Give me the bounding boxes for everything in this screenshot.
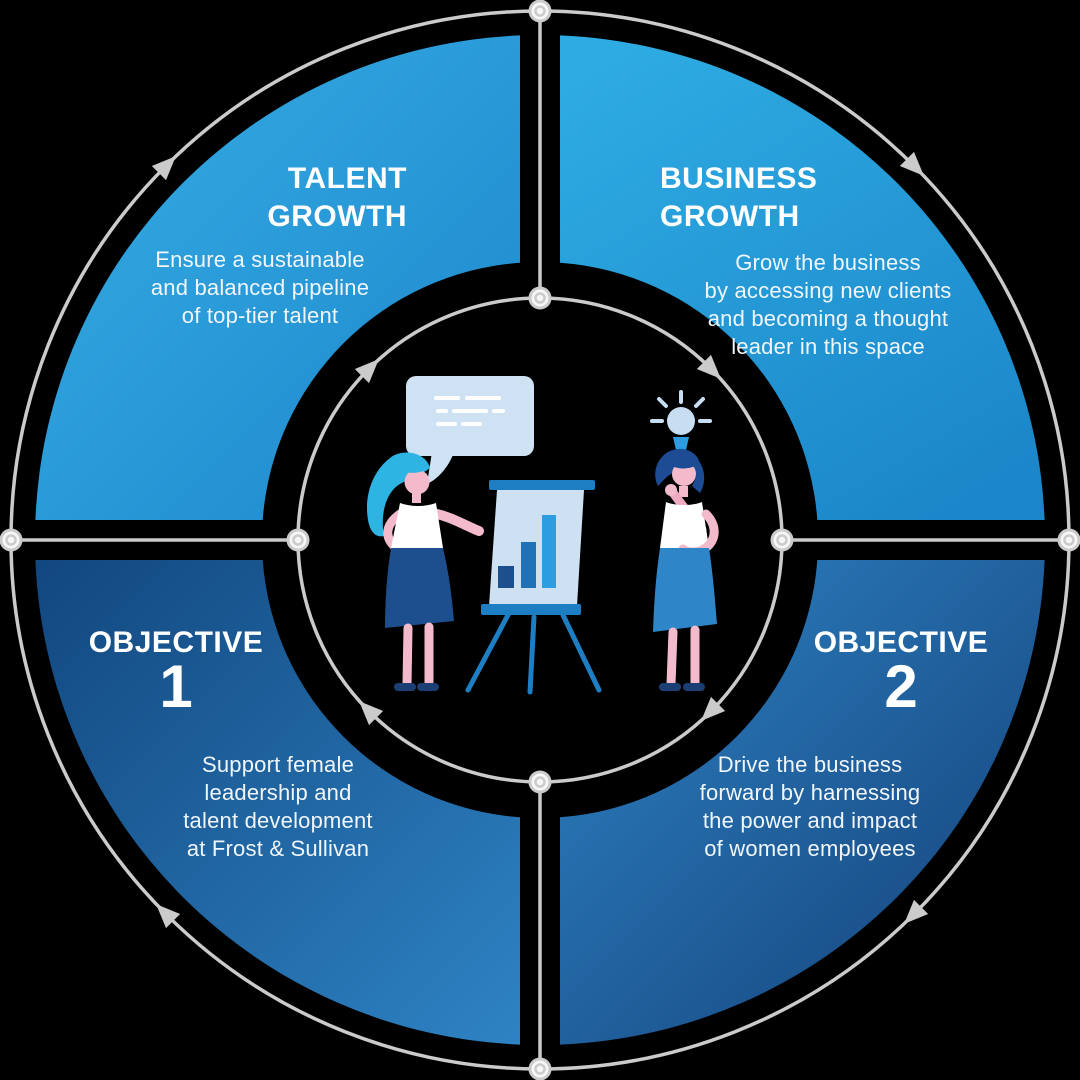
flipchart-bar-chart-icon: [465, 480, 602, 695]
cycle-node-icon: [528, 286, 552, 310]
cycle-node-icon: [528, 0, 552, 23]
cycle-node-icon: [1057, 528, 1080, 552]
cycle-arrow-icon: [354, 359, 379, 384]
body-line: leader in this space: [731, 334, 925, 359]
cycle-arrow-icon: [899, 151, 924, 176]
title-line: TALENT: [287, 162, 407, 195]
cycle-arrows: [151, 151, 929, 929]
cycle-node-icon: [528, 1057, 552, 1080]
cycle-node-icon: [770, 528, 794, 552]
body-line: forward by harnessing: [699, 780, 921, 805]
title-line: BUSINESS: [660, 162, 818, 195]
title-line: GROWTH: [267, 200, 407, 233]
body-line: leadership and: [204, 780, 352, 805]
quadrant-ring: [35, 35, 1045, 1045]
objective-1-number: 1: [159, 653, 193, 720]
body-line: and becoming a thought: [707, 306, 949, 331]
body-line: talent development: [183, 808, 373, 833]
cycle-arrow-icon: [359, 701, 384, 726]
objective-1-title: OBJECTIVE: [88, 626, 264, 659]
body-line: of women employees: [704, 836, 916, 861]
quadrant-talent-growth-shape: [35, 35, 521, 521]
objective-1-description: Support female leadership and talent dev…: [118, 751, 438, 863]
body-line: by accessing new clients: [704, 278, 952, 303]
cycle-arrow-icon: [696, 354, 721, 379]
cycle-arrow-icon: [701, 696, 726, 721]
center-illustration: [366, 376, 719, 695]
quadrant-objective-1-shape: [35, 560, 521, 1045]
body-line: and balanced pipeline: [150, 275, 370, 300]
lightbulb-icon: [650, 390, 712, 450]
cycle-arrow-icon: [151, 156, 176, 181]
body-line: Ensure a sustainable: [155, 247, 365, 272]
talent-growth-description: Ensure a sustainable and balanced pipeli…: [100, 246, 420, 330]
talent-growth-title: TALENT GROWTH: [147, 160, 407, 236]
quadrant-business-growth-shape: [560, 35, 1045, 521]
thinking-woman-illustration: [653, 448, 719, 691]
objective-2-description: Drive the business forward by harnessing…: [645, 751, 975, 863]
body-line: Drive the business: [717, 752, 903, 777]
business-growth-description: Grow the business by accessing new clien…: [663, 249, 993, 361]
objective-2-number: 2: [884, 653, 918, 720]
presenter-woman-illustration: [366, 452, 484, 691]
body-line: of top-tier talent: [181, 303, 339, 328]
body-line: the power and impact: [702, 808, 918, 833]
cycle-arrow-icon: [904, 899, 929, 924]
cycle-node-icon: [286, 528, 310, 552]
body-line: Grow the business: [735, 250, 921, 275]
title-line: GROWTH: [660, 200, 800, 233]
body-line: at Frost & Sullivan: [186, 836, 370, 861]
speech-bubble-icon: [406, 376, 534, 484]
business-growth-title: BUSINESS GROWTH: [660, 160, 940, 236]
cycle-node-icon: [528, 770, 552, 794]
cycle-arrow-icon: [156, 904, 181, 929]
body-line: Support female: [202, 752, 354, 777]
objective-2-title: OBJECTIVE: [813, 626, 989, 659]
quadrant-objective-2-shape: [560, 560, 1045, 1045]
cycle-node-icon: [0, 528, 23, 552]
